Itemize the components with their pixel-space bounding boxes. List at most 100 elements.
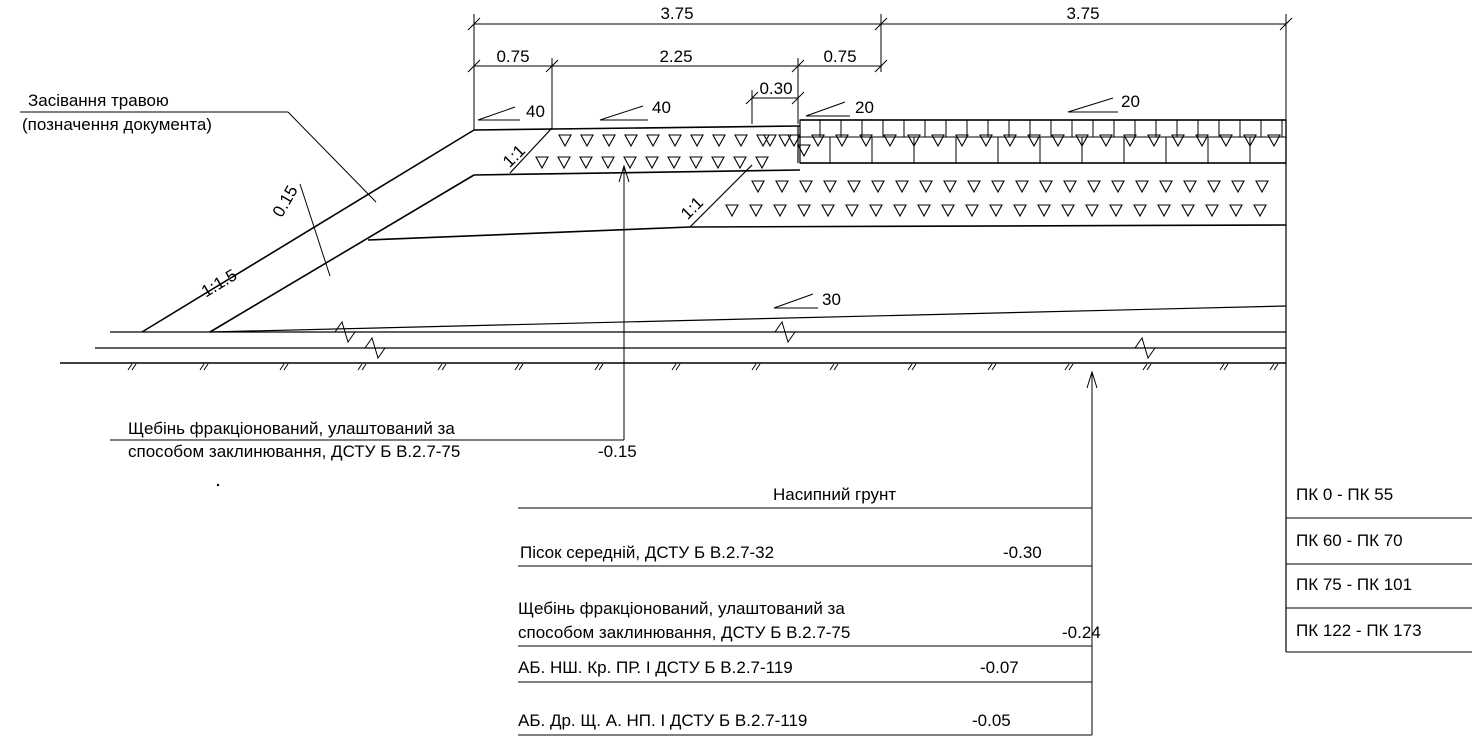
stone-symbol <box>835 134 849 148</box>
stone-symbol <box>1027 134 1041 148</box>
dim-lane-edge: 0.75 <box>823 47 856 66</box>
stone-symbol <box>1157 204 1171 218</box>
stone-symbol <box>690 134 704 148</box>
layer-4-value: -0.05 <box>972 711 1011 730</box>
stone-symbol <box>1255 180 1269 194</box>
stone-symbol <box>1099 134 1113 148</box>
stone-symbol <box>778 134 792 148</box>
shoulder-stone-line1: Щебінь фракціонований, улаштований за <box>128 419 455 438</box>
stone-symbol <box>755 156 769 170</box>
layer-2-value: -0.24 <box>1062 623 1101 642</box>
stone-symbol <box>895 180 909 194</box>
stone-symbol <box>1183 180 1197 194</box>
stone-symbol <box>580 134 594 148</box>
stone-symbol <box>1159 180 1173 194</box>
stone-symbol <box>1051 134 1065 148</box>
stone-symbol <box>787 134 801 148</box>
stone-symbol <box>668 134 682 148</box>
stone-symbol <box>689 156 703 170</box>
stone-symbol <box>917 204 931 218</box>
grass-callout <box>20 111 377 203</box>
dim-shoulder: 0.75 <box>496 47 529 66</box>
picket-0: ПК 0 - ПК 55 <box>1296 485 1393 504</box>
stone-symbol <box>797 144 811 158</box>
stone-symbol <box>645 156 659 170</box>
dimension-lines <box>467 14 1293 130</box>
stone-symbol <box>1013 204 1027 218</box>
stone-symbol <box>623 156 637 170</box>
stone-symbol <box>602 134 616 148</box>
stone-symbol <box>823 180 837 194</box>
stone-symbol <box>1037 204 1051 218</box>
stone-symbol <box>1039 180 1053 194</box>
stone-symbol <box>601 156 615 170</box>
layer-4-label: АБ. Др. Щ. А. НП. I ДСТУ Б В.2.7-119 <box>518 711 807 730</box>
stone-symbol <box>907 134 921 148</box>
layer-3-label: АБ. НШ. Кр. ПР. I ДСТУ Б В.2.7-119 <box>518 658 793 677</box>
crushed-stone-pattern <box>535 134 1281 218</box>
layer-legend <box>518 370 1098 736</box>
stone-symbol <box>711 156 725 170</box>
stone-symbol <box>1181 204 1195 218</box>
shoulder-stone-value: -0.15 <box>598 442 637 461</box>
picket-2: ПК 75 - ПК 101 <box>1296 575 1412 594</box>
layer-1-label: Пісок середній, ДСТУ Б В.2.7-32 <box>520 543 774 562</box>
stone-symbol <box>557 156 571 170</box>
thickness-lane-main: 40 <box>652 98 671 117</box>
dim-top-right: 3.75 <box>1066 4 1099 23</box>
stone-symbol <box>1015 180 1029 194</box>
stone-symbol <box>1123 134 1137 148</box>
grass-callout-line1: Засівання травою <box>28 91 169 110</box>
stone-symbol <box>955 134 969 148</box>
stone-symbol <box>1219 134 1233 148</box>
stone-symbol <box>1253 204 1267 218</box>
thickness-sand: 30 <box>822 290 841 309</box>
stone-symbol <box>893 204 907 218</box>
stone-symbol <box>1111 180 1125 194</box>
dim-lane-main: 2.25 <box>659 47 692 66</box>
stone-symbol <box>1003 134 1017 148</box>
stone-symbol <box>845 204 859 218</box>
stone-symbol <box>871 180 885 194</box>
slope-base-right: 1:1 <box>677 193 707 223</box>
stone-symbol <box>725 204 739 218</box>
stone-symbol <box>775 180 789 194</box>
stone-symbol <box>943 180 957 194</box>
stone-symbol <box>869 204 883 218</box>
layer-0-label: Насипний грунт <box>773 485 896 504</box>
stone-symbol <box>558 134 572 148</box>
stone-symbol <box>1205 204 1219 218</box>
stone-symbol <box>773 204 787 218</box>
stone-symbol <box>1231 180 1245 194</box>
pavement-section <box>60 119 1287 652</box>
stone-symbol <box>1061 204 1075 218</box>
shoulder-stone-callout <box>110 164 630 441</box>
stone-symbol <box>979 134 993 148</box>
thickness-shoulder: 40 <box>526 102 545 121</box>
stone-symbol <box>1085 204 1099 218</box>
stone-symbol <box>1207 180 1221 194</box>
layer-1-value: -0.30 <box>1003 543 1042 562</box>
stone-symbol <box>1087 180 1101 194</box>
paving-blocks <box>819 120 1283 163</box>
grass-callout-line2: (позначення документа) <box>22 115 212 134</box>
stone-symbol <box>734 134 748 148</box>
stone-symbol <box>749 204 763 218</box>
dim-strip: 0.30 <box>759 79 792 98</box>
layer-2-label2: способом заклинювання, ДСТУ Б В.2.7-75 <box>518 623 850 642</box>
thickness-edge: 20 <box>855 98 874 117</box>
stone-symbol <box>797 204 811 218</box>
shoulder-stone-line2: способом заклинювання, ДСТУ Б В.2.7-75 <box>128 442 460 461</box>
dim-top-left: 3.75 <box>660 4 693 23</box>
stone-symbol <box>1075 134 1089 148</box>
thickness-marks <box>477 97 1118 309</box>
stone-symbol <box>989 204 1003 218</box>
stone-symbol <box>1063 180 1077 194</box>
stone-symbol <box>1243 134 1257 148</box>
stone-symbol <box>941 204 955 218</box>
stone-symbol <box>763 134 777 148</box>
stone-symbol <box>712 134 726 148</box>
stone-symbol <box>811 134 825 148</box>
